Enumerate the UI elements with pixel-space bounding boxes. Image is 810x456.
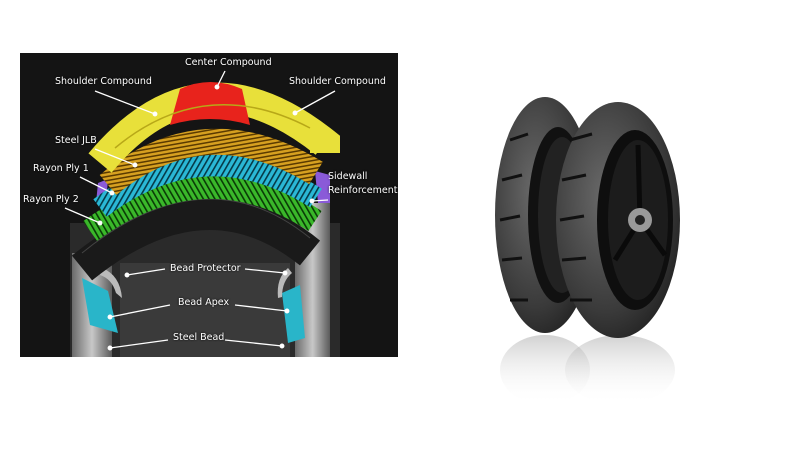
tire-inner-liner (120, 263, 290, 357)
leader-lines (64, 70, 336, 351)
bead-apex-left (82, 278, 118, 333)
bead-apex-right (282, 285, 305, 343)
front-tire (556, 102, 680, 338)
tire-construction-diagram: Center Compound Shoulder Compound Should… (20, 53, 398, 357)
label-rayon-ply-1: Rayon Ply 1 (33, 163, 89, 174)
bead-protector-left (100, 268, 122, 298)
label-center-compound: Center Compound (185, 57, 272, 68)
sidewall-reinforcement-layer (315, 171, 330, 203)
label-bead-protector: Bead Protector (170, 263, 241, 274)
label-rayon-ply-2: Rayon Ply 2 (23, 194, 79, 205)
rayon-ply-1-layer (93, 154, 322, 217)
steel-jlb-layer (99, 128, 323, 196)
tire-layers-illustration (64, 70, 340, 357)
rear-tire-reflection (500, 335, 590, 405)
bead-protector-right (277, 268, 292, 298)
label-steel-bead: Steel Bead (173, 332, 225, 343)
label-shoulder-compound-right: Shoulder Compound (289, 76, 386, 87)
label-shoulder-compound-left: Shoulder Compound (55, 76, 152, 87)
inner-black-band (71, 197, 321, 281)
center-compound-layer (170, 82, 250, 125)
rayon-ply-2-layer (82, 174, 322, 241)
tire-pair-photo (470, 80, 720, 420)
label-sidewall-line2: Reinforcement (328, 185, 398, 196)
label-bead-apex: Bead Apex (178, 297, 230, 308)
label-steel-jlb: Steel JLB (55, 135, 97, 146)
front-tire-reflection (565, 335, 675, 405)
label-sidewall-line1: Sidewall (328, 171, 368, 182)
